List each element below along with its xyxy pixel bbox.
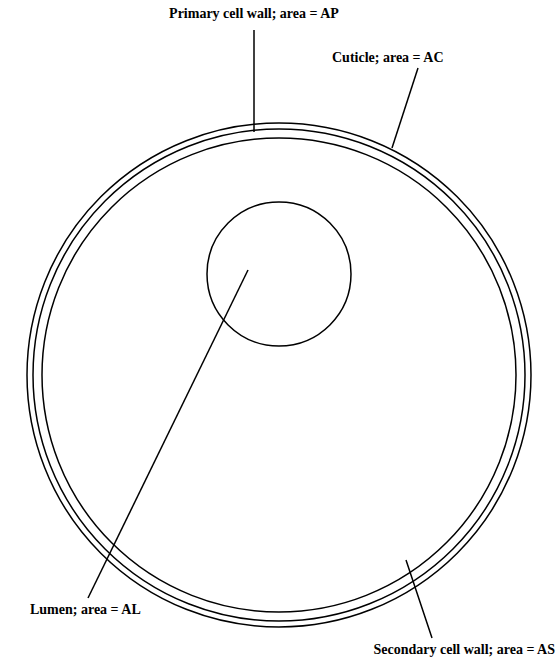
part-label: Secondary cell wall; area = AS: [373, 642, 555, 658]
leader-line: [253, 30, 255, 132]
part-label: Lumen; area = AL: [30, 602, 141, 618]
part-label: Cuticle; area = AC: [332, 50, 444, 66]
cuticle-outline: [27, 123, 531, 627]
lumen-outline: [207, 202, 351, 346]
secondary-wall-outline: [42, 138, 516, 612]
primary-wall-outline: [33, 129, 525, 621]
part-label: Primary cell wall; area = AP: [169, 6, 339, 22]
leader-line: [392, 68, 418, 148]
leader-line: [406, 560, 432, 638]
leader-line: [88, 270, 248, 598]
